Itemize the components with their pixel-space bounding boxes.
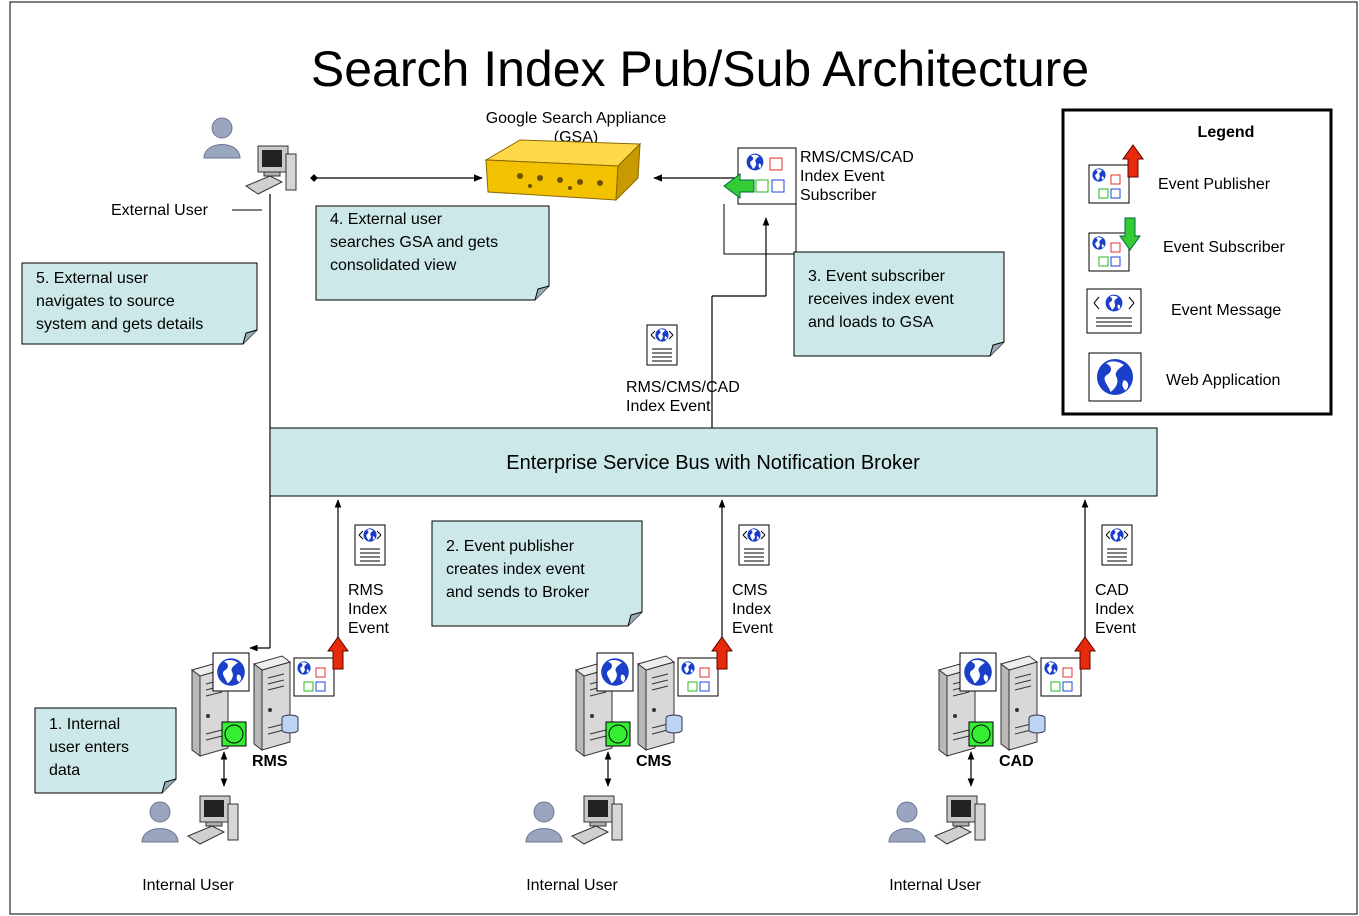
cms-event-message-icon <box>739 525 769 565</box>
index-event-subscriber-icon <box>723 147 797 205</box>
svg-text:and sends to Broker: and sends to Broker <box>446 584 590 601</box>
external-user-computer-icon <box>245 145 297 195</box>
cms-server-icon-2 <box>637 655 675 751</box>
subscriber-label-line1: RMS/CMS/CAD <box>800 149 914 166</box>
cms-event-label-line2: Index <box>732 601 771 618</box>
cms-publisher-icon <box>678 658 718 696</box>
enterprise-service-bus: Enterprise Service Bus with Notification… <box>269 427 1158 497</box>
cms-database-icon <box>665 714 683 734</box>
subscriber-label-line3: Subscriber <box>800 187 877 204</box>
rms-internal-user-computer-icon <box>187 795 239 845</box>
cms-event-label-line3: Event <box>732 620 773 637</box>
cad-status-indicator <box>968 721 994 747</box>
legend-item-subscriber: Event Subscriber <box>1163 239 1286 256</box>
cms-status-indicator <box>605 721 631 747</box>
svg-text:and loads to GSA: and loads to GSA <box>808 314 934 331</box>
svg-text:4. External user: 4. External user <box>330 211 443 228</box>
note-3: 3. Event subscriber receives index event… <box>793 251 1005 357</box>
bus-label: Enterprise Service Bus with Notification… <box>506 452 920 474</box>
cad-event-label-line3: Event <box>1095 620 1136 637</box>
svg-text:creates index event: creates index event <box>446 561 585 578</box>
rms-internal-user-person-icon <box>141 801 179 843</box>
cad-internal-user-person-icon <box>888 801 926 843</box>
rms-event-label-line1: RMS <box>348 582 384 599</box>
note-2: 2. Event publisher creates index event a… <box>431 520 643 627</box>
cad-event-label-line2: Index <box>1095 601 1134 618</box>
legend-event-message-icon <box>1086 288 1142 334</box>
legend-web-application-icon <box>1088 352 1142 402</box>
svg-text:system and gets details: system and gets details <box>36 316 203 333</box>
rms-publisher-icon <box>294 658 334 696</box>
event-message-icon <box>647 325 677 365</box>
cms-internal-user-label: Internal User <box>526 877 618 894</box>
cms-web-application-icon <box>597 653 633 691</box>
cad-event-label-line1: CAD <box>1095 582 1129 599</box>
legend-item-publisher: Event Publisher <box>1158 176 1271 193</box>
rms-internal-user-label: Internal User <box>142 877 234 894</box>
svg-text:searches GSA and gets: searches GSA and gets <box>330 234 498 251</box>
legend-item-web-application: Web Application <box>1166 372 1280 389</box>
svg-text:3. Event subscriber: 3. Event subscriber <box>808 268 946 285</box>
cad-database-icon <box>1028 714 1046 734</box>
svg-text:consolidated view: consolidated view <box>330 257 457 274</box>
svg-text:5. External user: 5. External user <box>36 270 149 287</box>
cad-event-message-icon <box>1102 525 1132 565</box>
diagram-border <box>9 1 1358 915</box>
svg-text:receives index event: receives index event <box>808 291 954 308</box>
cms-system-label: CMS <box>636 753 672 770</box>
cad-publisher-icon <box>1041 658 1081 696</box>
cad-internal-user-computer-icon <box>934 795 986 845</box>
note-5: 5. External user navigates to source sys… <box>21 262 258 345</box>
legend-box: Legend Event Publisher Event Subscriber … <box>1061 108 1333 416</box>
svg-text:2. Event publisher: 2. Event publisher <box>446 538 575 555</box>
subscriber-label-line2: Index Event <box>800 168 885 185</box>
rms-web-application-icon <box>213 653 249 691</box>
diagram-title: Search Index Pub/Sub Architecture <box>311 41 1089 97</box>
cms-internal-user-computer-icon <box>571 795 623 845</box>
rms-status-indicator <box>221 721 247 747</box>
svg-text:user enters: user enters <box>49 739 129 756</box>
top-event-label-line1: RMS/CMS/CAD <box>626 379 740 396</box>
cad-system-label: CAD <box>999 753 1034 770</box>
rms-event-message-icon <box>355 525 385 565</box>
gsa-label-line1: Google Search Appliance <box>486 110 667 127</box>
cms-event-label-line1: CMS <box>732 582 768 599</box>
rms-database-icon <box>281 714 299 734</box>
note-4: 4. External user searches GSA and gets c… <box>315 205 550 301</box>
svg-text:navigates to source: navigates to source <box>36 293 175 310</box>
note-1: 1. Internal user enters data <box>34 707 177 794</box>
rms-event-label-line3: Event <box>348 620 389 637</box>
cms-internal-user-person-icon <box>525 801 563 843</box>
legend-item-event-message: Event Message <box>1171 302 1281 319</box>
cad-web-application-icon <box>960 653 996 691</box>
cad-internal-user-label: Internal User <box>889 877 981 894</box>
legend-title: Legend <box>1198 124 1255 141</box>
external-user-person-icon <box>203 117 241 159</box>
cad-server-icon-2 <box>1000 655 1038 751</box>
rms-event-label-line2: Index <box>348 601 387 618</box>
external-user-label: External User <box>111 202 209 219</box>
rms-server-icon-2 <box>253 655 291 751</box>
svg-text:data: data <box>49 762 80 779</box>
gsa-appliance-icon <box>484 139 642 202</box>
rms-system-label: RMS <box>252 753 288 770</box>
svg-text:1. Internal: 1. Internal <box>49 716 120 733</box>
top-event-label-line2: Index Event <box>626 398 711 415</box>
